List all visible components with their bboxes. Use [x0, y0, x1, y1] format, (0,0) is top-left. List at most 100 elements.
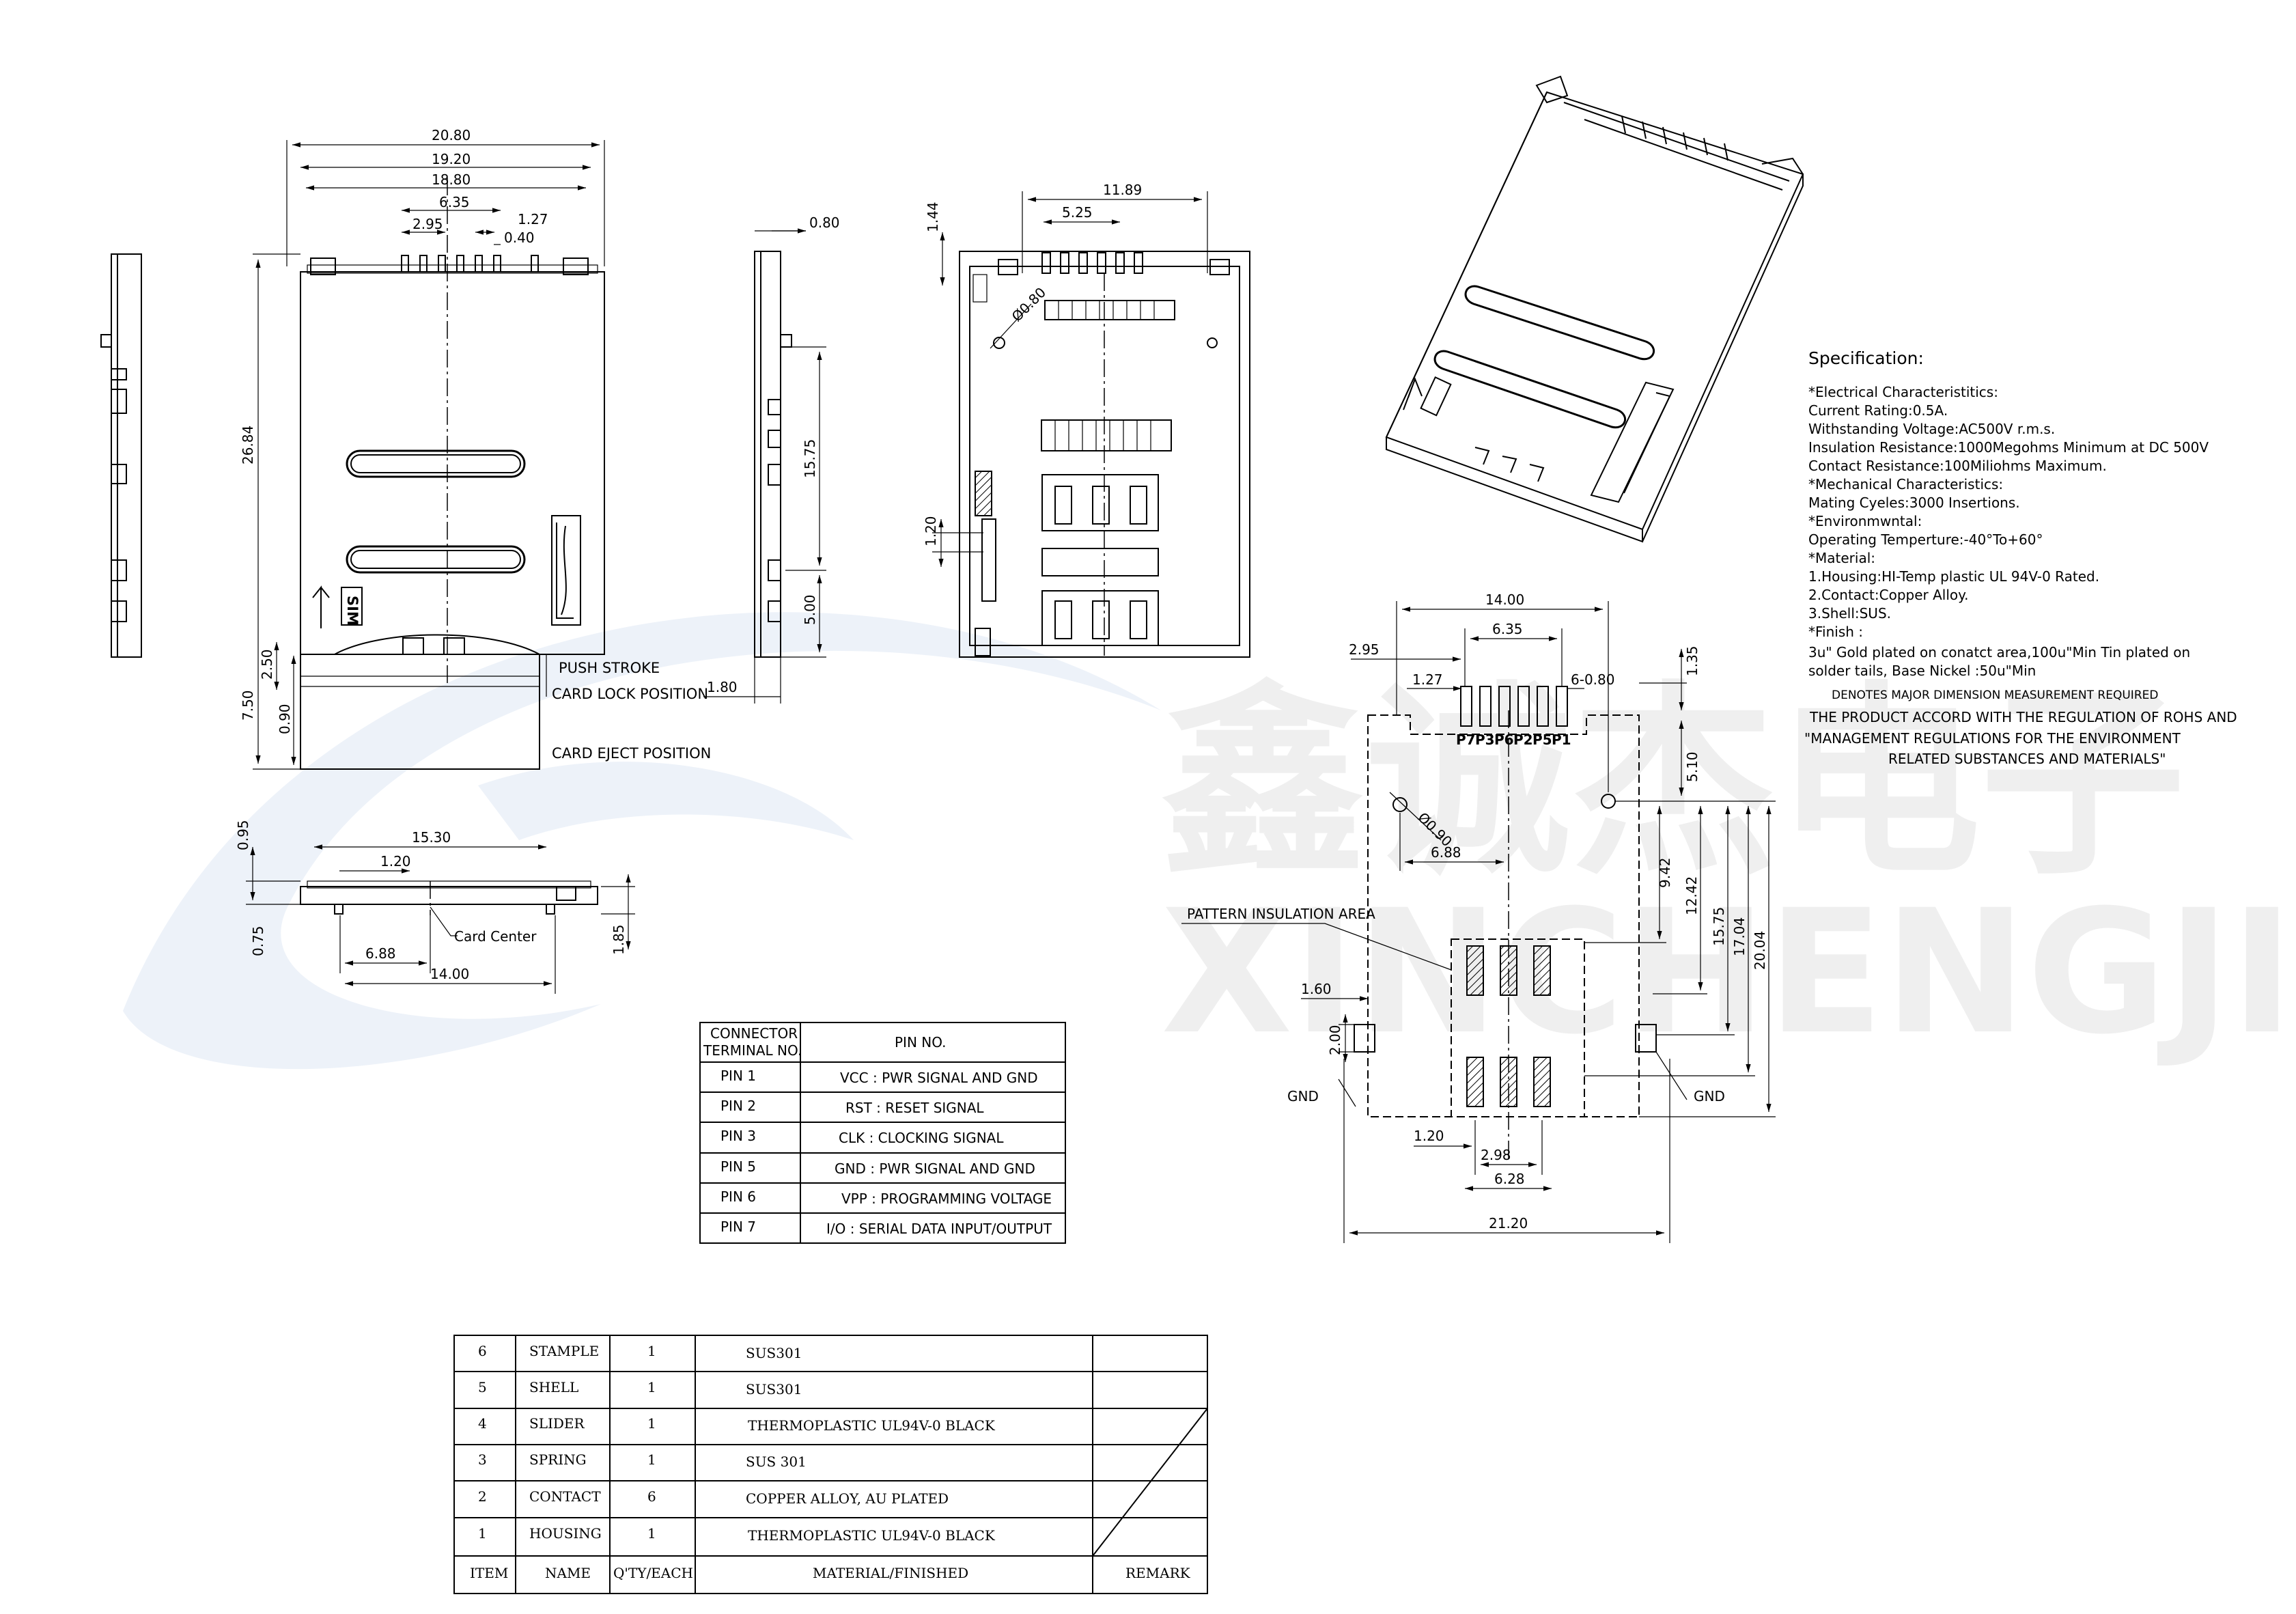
bom-6-material: SUS301	[746, 1345, 802, 1361]
dim-0-75: 0.75	[250, 926, 266, 956]
dim-5-25: 5.25	[1062, 204, 1093, 221]
dim-2-95: 2.95	[412, 216, 443, 232]
spec-title: Specification:	[1808, 348, 1924, 368]
pin-row-1-terminal: PIN 1	[720, 1068, 756, 1084]
bom-header-qty: Q'TY/EACH	[613, 1565, 693, 1581]
pin-table-header-terminal-1: CONNECTOR	[710, 1025, 798, 1042]
isometric-view	[1385, 75, 1804, 543]
dim-19-20: 19.20	[432, 151, 471, 167]
dim-0-95: 0.95	[235, 820, 251, 850]
front-contact-tabs	[310, 255, 589, 275]
pcb-dim-14-00: 14.00	[1485, 592, 1524, 608]
spec-line-2: Current Rating:0.5A.	[1808, 402, 1948, 419]
pcb-dim-2-00: 2.00	[1327, 1025, 1343, 1055]
dim-7-50: 7.50	[240, 690, 256, 721]
pin-row-2-desc: RST : RESET SIGNAL	[845, 1100, 984, 1116]
spec-line-3: Withstanding Voltage:AC500V r.m.s.	[1808, 421, 2055, 437]
spec-line-15: 3u" Gold plated on conatct area,100u"Min…	[1808, 644, 2190, 660]
bom-3-name: SPRING	[529, 1451, 587, 1468]
pcb-dim-6-35: 6.35	[1492, 621, 1523, 637]
pcb-dim-6-28: 6.28	[1494, 1171, 1525, 1187]
spec-line-1: *Electrical Characteristitics:	[1808, 384, 1998, 400]
dim-15-30: 15.30	[412, 829, 451, 846]
bom-1-qty: 1	[647, 1525, 656, 1542]
pcb-dim-1-27: 1.27	[1412, 671, 1443, 688]
spec-line-11: 1.Housing:HI-Temp plastic UL 94V-0 Rated…	[1808, 568, 2099, 585]
pin-row-2-terminal: PIN 2	[720, 1098, 756, 1114]
spec-line-16: solder tails, Base Nickel :50u"Min	[1808, 663, 2036, 679]
pcb-dim-17-04: 17.04	[1731, 917, 1748, 956]
bom-4-material: THERMOPLASTIC UL94V-0 BLACK	[748, 1417, 996, 1434]
dim-1-44: 1.44	[925, 201, 941, 232]
dim-11-89: 11.89	[1103, 182, 1142, 198]
back-view: 11.89 5.25 1.44 1.20 Ø0.80	[923, 182, 1250, 658]
pcb-dim-1-35: 1.35	[1684, 645, 1700, 676]
bom-4-name: SLIDER	[529, 1415, 585, 1432]
dim-1-20-back: 1.20	[923, 516, 939, 546]
spec-line-6: *Mechanical Characteristics:	[1808, 476, 2003, 492]
spec-line-14: *Finish :	[1808, 624, 1863, 640]
pcb-dim-1-20: 1.20	[1414, 1128, 1444, 1144]
spec-line-13: 3.Shell:SUS.	[1808, 605, 1891, 622]
pcb-dim-20-04: 20.04	[1752, 931, 1768, 970]
dim-0-80: 0.80	[809, 214, 840, 231]
rohs-line-1: THE PRODUCT ACCORD WITH THE REGULATION O…	[1809, 709, 2237, 725]
pin-row-3-terminal: PIN 3	[720, 1128, 756, 1144]
dim-1-20-bottom: 1.20	[380, 853, 411, 869]
pin-row-5-desc: GND : PWR SIGNAL AND GND	[835, 1160, 1035, 1177]
card-eject-label: CARD EJECT POSITION	[552, 745, 711, 762]
rohs-line-3: RELATED SUBSTANCES AND MATERIALS"	[1888, 751, 2166, 767]
bom-1-name: HOUSING	[529, 1525, 602, 1542]
pin-row-7-terminal: PIN 7	[720, 1219, 756, 1235]
rohs-line-2: "MANAGEMENT REGULATIONS FOR THE ENVIRONM…	[1804, 730, 2181, 747]
spec-note: DENOTES MAJOR DIMENSION MEASUREMENT REQU…	[1832, 688, 2158, 702]
bottom-view: 15.30 1.20 0.95 0.75 6.88 14.00 1.85 Car…	[235, 820, 635, 994]
pcb-dim-6-0-80: 6-0.80	[1571, 671, 1614, 688]
spec-line-12: 2.Contact:Copper Alloy.	[1808, 587, 1968, 603]
dim-0-90: 0.90	[277, 704, 293, 734]
bom-2-qty: 6	[647, 1488, 656, 1505]
bom-6-qty: 1	[647, 1343, 656, 1359]
bom-3-material: SUS 301	[746, 1453, 807, 1470]
pin-row-3-desc: CLK : CLOCKING SIGNAL	[839, 1130, 1004, 1146]
push-stroke-label: PUSH STROKE	[559, 660, 660, 676]
dim-15-75: 15.75	[802, 439, 818, 478]
spec-line-4: Insulation Resistance:1000Megohms Minimu…	[1808, 439, 2209, 456]
dim-1-27: 1.27	[518, 211, 548, 227]
bom-table: 6 STAMPLE 1 SUS301 5 SHELL 1 SUS301 4 SL…	[453, 1335, 1208, 1594]
dim-6-88-bottom: 6.88	[365, 945, 396, 962]
bom-2-material: COPPER ALLOY, AU PLATED	[746, 1490, 949, 1507]
pcb-dim-21-20: 21.20	[1489, 1215, 1528, 1232]
bom-6-item: 6	[478, 1343, 487, 1359]
pin-row-1-desc: VCC : PWR SIGNAL AND GND	[840, 1070, 1038, 1086]
bom-header-name: NAME	[545, 1565, 591, 1581]
pcb-dim-5-10: 5.10	[1684, 751, 1700, 782]
bom-4-qty: 1	[647, 1415, 656, 1432]
pcb-dim-6-88: 6.88	[1431, 844, 1461, 861]
bom-5-item: 5	[478, 1379, 487, 1395]
pin-row-5-terminal: PIN 5	[720, 1158, 756, 1175]
dim-1-85: 1.85	[611, 924, 627, 955]
side-view: 0.80 15.75 5.00 1.80	[703, 214, 840, 704]
bom-header-remark: REMARK	[1125, 1565, 1191, 1581]
sim-mark: SIM	[344, 596, 361, 626]
bom-header-item: ITEM	[470, 1565, 508, 1581]
card-center-label: Card Center	[454, 928, 537, 945]
spec-line-7: Mating Cyeles:3000 Insertions.	[1808, 495, 2020, 511]
spec-line-9: Operating Temperture:-40°To+60°	[1808, 531, 2043, 548]
pcb-dim-2-98: 2.98	[1481, 1147, 1511, 1163]
dim-20-80: 20.80	[432, 127, 471, 143]
pcb-layout: P7 P3 P6 P2 P5 P1 14.00 6.35 2.95 1.27	[1181, 592, 1776, 1243]
pin-table-header-pin: PIN NO.	[895, 1034, 947, 1051]
pin-table: CONNECTOR TERMINAL NO. PIN NO. PIN 1 VCC…	[699, 1022, 1066, 1244]
pin-label-p2: P2	[1513, 732, 1533, 748]
specification-block: Specification: *Electrical Characteristi…	[1804, 348, 2237, 767]
pin-table-header-terminal-2: TERMINAL NO.	[703, 1042, 802, 1059]
bom-6-name: STAMPLE	[529, 1343, 599, 1359]
dim-18-80: 18.80	[432, 171, 471, 188]
pin-label-p1: P1	[1552, 732, 1571, 748]
pin-label-p3: P3	[1475, 732, 1495, 748]
bom-1-material: THERMOPLASTIC UL94V-0 BLACK	[748, 1527, 996, 1544]
pcb-dim-15-75: 15.75	[1711, 907, 1727, 946]
